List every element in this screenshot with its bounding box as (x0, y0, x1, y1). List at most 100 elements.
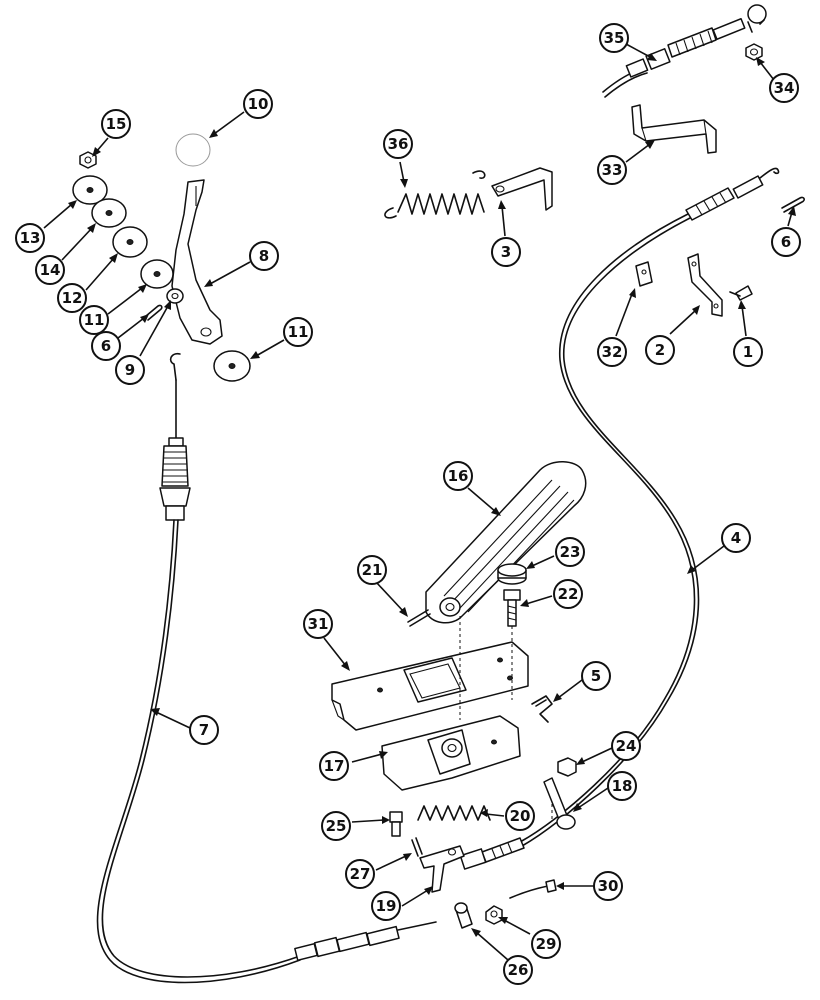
svg-text:25: 25 (326, 817, 347, 835)
callout-12: 12 (57, 283, 87, 313)
callout-5: 5 (581, 661, 611, 691)
callout-35: 35 (599, 23, 629, 53)
callout-27: 27 (345, 859, 375, 889)
bracket-33 (631, 104, 717, 154)
callout-21: 21 (357, 555, 387, 585)
svg-text:1: 1 (743, 343, 753, 361)
bushing-9 (166, 288, 184, 304)
svg-text:6: 6 (101, 337, 111, 355)
svg-text:19: 19 (376, 897, 397, 915)
cable-7-lower-fitting (294, 921, 437, 961)
nut-24 (557, 757, 577, 777)
svg-text:9: 9 (125, 361, 135, 379)
svg-text:12: 12 (62, 289, 83, 307)
callout-9: 9 (115, 355, 145, 385)
callout-6-right: 6 (771, 227, 801, 257)
svg-text:14: 14 (40, 261, 61, 279)
callout-36: 36 (383, 129, 413, 159)
svg-text:6: 6 (781, 233, 791, 251)
svg-text:16: 16 (448, 467, 469, 485)
washer-11-lower (213, 350, 251, 382)
pin-21 (407, 609, 431, 627)
callout-17: 17 (319, 751, 349, 781)
svg-text:24: 24 (616, 737, 637, 755)
callout-29: 29 (531, 929, 561, 959)
svg-text:8: 8 (259, 247, 269, 265)
washer-13 (72, 175, 108, 205)
svg-text:34: 34 (774, 79, 795, 97)
svg-text:22: 22 (558, 585, 579, 603)
svg-text:32: 32 (602, 343, 623, 361)
callout-18: 18 (607, 771, 637, 801)
callout-25: 25 (321, 811, 351, 841)
svg-text:33: 33 (602, 161, 623, 179)
callout-30: 30 (593, 871, 623, 901)
cotter-pin-27 (411, 837, 423, 857)
knob-10 (175, 133, 211, 167)
svg-text:20: 20 (510, 807, 531, 825)
callout-4: 4 (721, 523, 751, 553)
callout-10: 10 (243, 89, 273, 119)
cotter-pin-6-left (145, 304, 163, 321)
svg-text:10: 10 (248, 95, 269, 113)
cable-4-lower-fitting (459, 837, 525, 870)
washer-14 (91, 198, 127, 228)
clip-32 (635, 261, 653, 287)
bolt-1 (729, 285, 753, 301)
hand-lever-8 (171, 179, 223, 345)
svg-text:31: 31 (308, 615, 329, 633)
clip-30 (509, 879, 557, 899)
cotter-pin-6-right (781, 196, 805, 213)
callouts: 35 34 33 36 3 6 32 2 1 10 15 13 14 12 11… (15, 23, 801, 985)
bolt-25 (389, 811, 403, 837)
cable-7-upper-fitting (159, 352, 191, 521)
svg-text:30: 30 (598, 877, 619, 895)
bracket-3 (491, 167, 553, 211)
washer-12 (112, 226, 148, 258)
svg-text:5: 5 (591, 667, 601, 685)
callout-33: 33 (597, 155, 627, 185)
callout-7: 7 (189, 715, 219, 745)
cap-23 (497, 563, 527, 585)
svg-text:35: 35 (604, 29, 625, 47)
svg-text:21: 21 (362, 561, 383, 579)
svg-text:3: 3 (501, 243, 511, 261)
svg-text:2: 2 (655, 341, 665, 359)
callout-16: 16 (443, 461, 473, 491)
callout-15: 15 (101, 109, 131, 139)
callout-20: 20 (505, 801, 535, 831)
callout-34: 34 (769, 73, 799, 103)
cable-4-end-fitting (685, 167, 780, 221)
parts-drawing (72, 4, 805, 984)
svg-text:29: 29 (536, 935, 557, 953)
callout-1: 1 (733, 337, 763, 367)
callout-31: 31 (303, 609, 333, 639)
svg-text:7: 7 (199, 721, 209, 739)
callout-26: 26 (503, 955, 533, 985)
svg-text:17: 17 (324, 757, 345, 775)
callout-23: 23 (555, 537, 585, 567)
callout-6-left: 6 (91, 331, 121, 361)
svg-text:11: 11 (288, 323, 309, 341)
callout-19: 19 (371, 891, 401, 921)
lever-19 (419, 845, 465, 893)
svg-text:11: 11 (84, 311, 105, 329)
return-spring-36 (384, 170, 486, 219)
bracket-2 (687, 253, 723, 317)
callout-32: 32 (597, 337, 627, 367)
throttle-cable-35 (602, 4, 767, 98)
nut-29 (485, 905, 503, 925)
spring-20 (417, 805, 491, 821)
svg-text:27: 27 (350, 865, 371, 883)
washer-11-upper (140, 259, 174, 289)
pedal-bracket-31 (331, 641, 529, 731)
leader-lines (43, 43, 796, 961)
pedal-base-17 (381, 715, 521, 791)
callout-24: 24 (611, 731, 641, 761)
ball-joint-26 (454, 902, 473, 929)
svg-text:15: 15 (106, 115, 127, 133)
pedal-16 (425, 461, 587, 624)
svg-text:13: 13 (20, 229, 41, 247)
clip-5 (531, 695, 553, 723)
